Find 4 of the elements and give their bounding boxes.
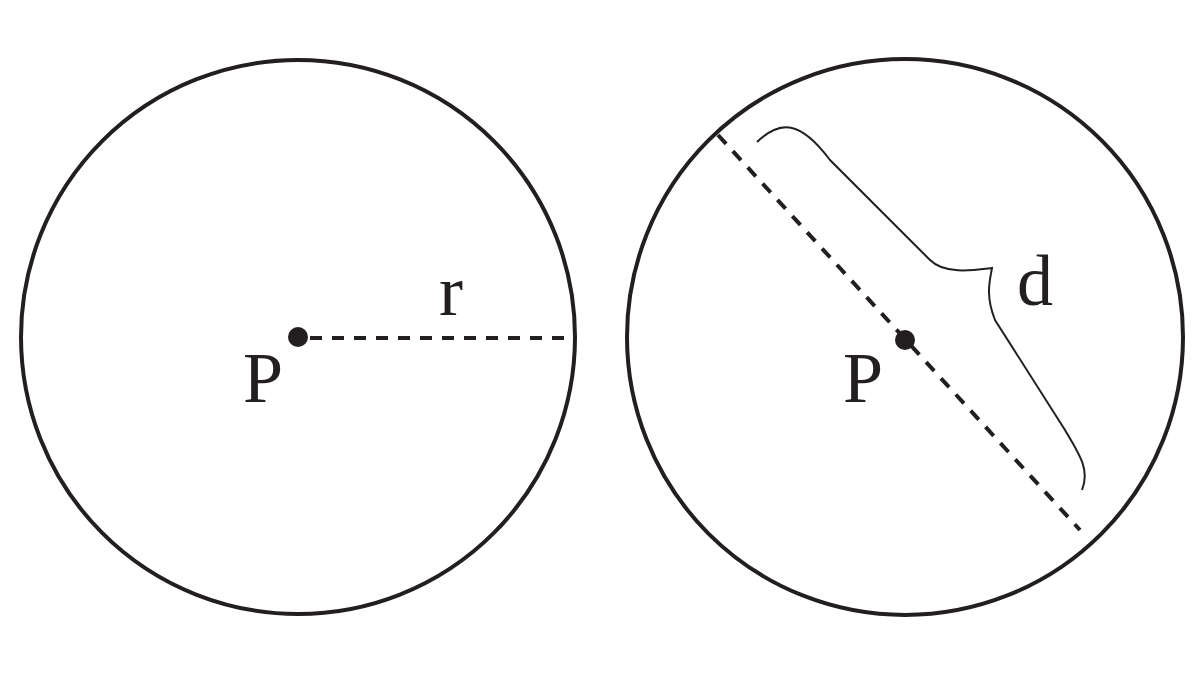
point-label: P	[843, 342, 884, 414]
point-label: d	[1017, 245, 1053, 317]
point-label: r	[439, 255, 463, 327]
point-label: P	[243, 342, 284, 414]
